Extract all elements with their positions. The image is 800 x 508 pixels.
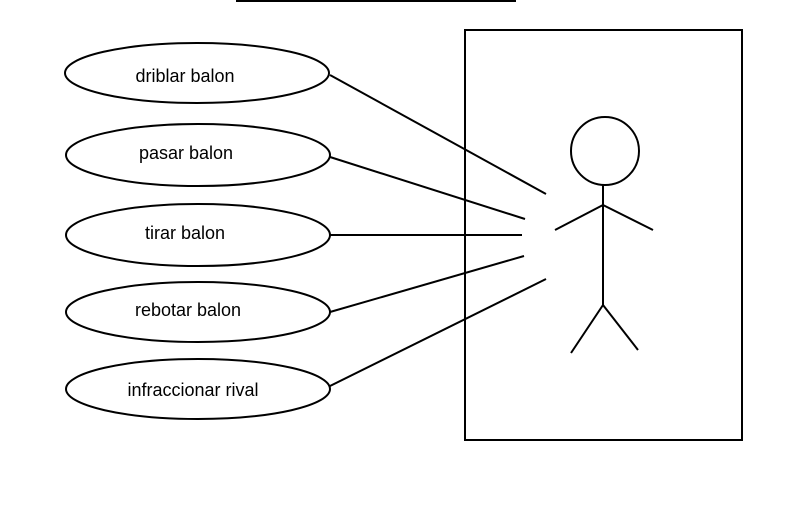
use-case-pasar-balon: pasar balon bbox=[65, 123, 331, 187]
association-line-driblar bbox=[329, 74, 547, 195]
use-case-label: tirar balon bbox=[145, 223, 225, 243]
use-case-label: driblar balon bbox=[135, 66, 234, 86]
association-line-infraccionar bbox=[329, 278, 547, 387]
association-line-rebotar bbox=[329, 255, 525, 313]
actor-head bbox=[570, 116, 640, 186]
use-case-driblar-balon: driblar balon bbox=[64, 42, 330, 104]
use-case-infraccionar-rival: infraccionar rival bbox=[65, 358, 331, 420]
use-case-label: rebotar balon bbox=[135, 300, 241, 320]
use-case-tirar-balon: tirar balon bbox=[65, 203, 331, 267]
use-case-rebotar-balon: rebotar balon bbox=[65, 281, 331, 343]
actor-left-arm bbox=[554, 204, 604, 231]
use-case-ellipse bbox=[65, 203, 331, 267]
use-case-ellipse bbox=[65, 281, 331, 343]
actor-right-arm bbox=[602, 204, 654, 231]
use-case-label: pasar balon bbox=[139, 143, 233, 163]
use-case-ellipse bbox=[65, 358, 331, 420]
use-case-ellipse bbox=[64, 42, 330, 104]
actor-right-leg bbox=[602, 304, 639, 351]
use-case-ellipse bbox=[65, 123, 331, 187]
actor-stick-figure bbox=[554, 116, 654, 354]
use-case-label: infraccionar rival bbox=[127, 380, 258, 400]
actor-left-leg bbox=[570, 304, 604, 354]
association-line-pasar bbox=[329, 156, 526, 220]
